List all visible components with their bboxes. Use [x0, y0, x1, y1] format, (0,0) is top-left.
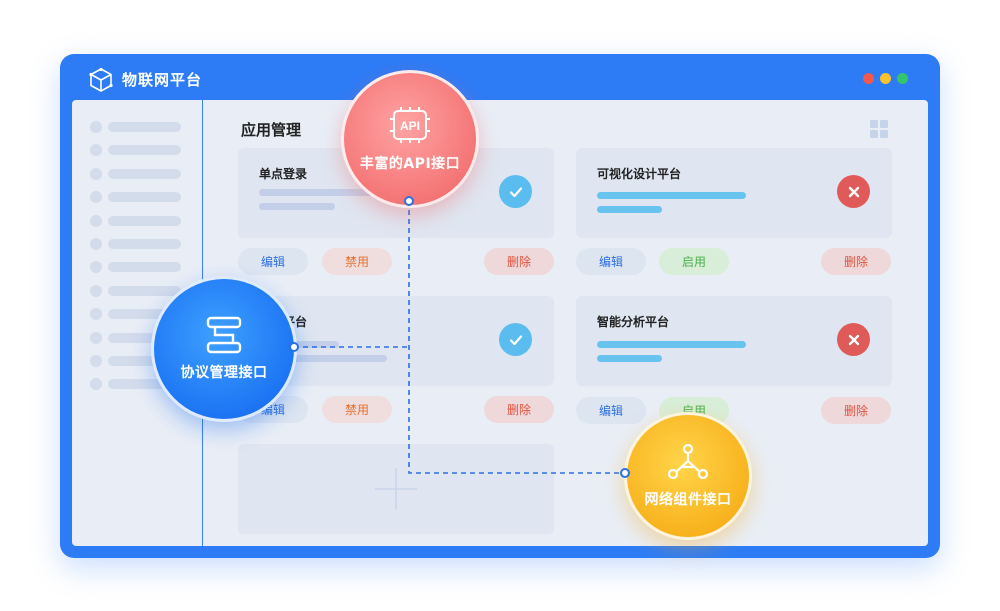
- sidebar-item[interactable]: [90, 355, 181, 367]
- check-icon: [499, 323, 532, 356]
- sidebar-item-label: [108, 356, 181, 366]
- card-title: 可视化设计平台: [597, 167, 682, 181]
- protocol-interface-badge: 协议管理接口: [151, 276, 297, 422]
- sidebar-item-icon: [90, 121, 102, 133]
- sidebar-item-icon: [90, 378, 102, 391]
- network-interface-label: 网络组件接口: [644, 492, 732, 508]
- sidebar-item-icon: [90, 214, 102, 227]
- cube-icon: [89, 67, 113, 92]
- delete-button[interactable]: 删除: [484, 396, 554, 423]
- check-icon: [499, 175, 532, 208]
- plus-icon: [375, 468, 417, 510]
- chip-api-icon: API: [390, 107, 430, 143]
- close-icon: [837, 323, 870, 356]
- sidebar-item-label: [108, 262, 181, 273]
- sidebar-item[interactable]: [90, 214, 181, 227]
- sidebar-item-label: [108, 215, 181, 226]
- sidebar-item-label: [108, 285, 181, 296]
- edit-button[interactable]: 编辑: [576, 248, 646, 275]
- close-window-button[interactable]: [863, 73, 874, 84]
- sidebar-item[interactable]: [90, 121, 181, 133]
- sidebar-item-icon: [90, 308, 102, 321]
- close-icon: [837, 175, 870, 208]
- app-card-visual-design[interactable]: 可视化设计平台: [576, 148, 892, 238]
- placeholder-line: [597, 206, 662, 213]
- minimize-window-button[interactable]: [880, 73, 891, 84]
- placeholder-line: [259, 203, 335, 210]
- sidebar-item-label: [108, 379, 181, 390]
- network-nodes-icon: [667, 443, 709, 480]
- sidebar-item[interactable]: [90, 191, 181, 204]
- grid-view-icon[interactable]: [870, 120, 888, 138]
- sidebar-item-label: [108, 145, 181, 156]
- sidebar-item[interactable]: [90, 284, 181, 297]
- window-controls: [863, 73, 908, 84]
- disable-button[interactable]: 禁用: [322, 248, 392, 275]
- card-title: 智能分析平台: [597, 315, 670, 329]
- sidebar-item-icon: [90, 331, 102, 344]
- maximize-window-button[interactable]: [897, 73, 908, 84]
- title-bar: 物联网平台: [60, 54, 940, 100]
- placeholder-line: [597, 341, 746, 348]
- connector-node: [289, 342, 299, 352]
- connector-node: [620, 468, 630, 478]
- delete-button[interactable]: 删除: [484, 248, 554, 275]
- protocol-icon: [206, 316, 242, 354]
- placeholder-line: [597, 192, 746, 199]
- connector-node: [404, 196, 414, 206]
- sidebar-item-label: [108, 309, 181, 320]
- sidebar-item[interactable]: [90, 308, 181, 321]
- placeholder-line: [259, 341, 339, 348]
- protocol-interface-label: 协议管理接口: [180, 365, 268, 381]
- placeholder-line: [259, 189, 389, 196]
- enable-button[interactable]: 启用: [659, 248, 729, 275]
- api-interface-label: 丰富的API接口: [359, 156, 461, 172]
- page-title: 应用管理: [241, 121, 302, 139]
- api-interface-badge: API 丰富的API接口: [341, 70, 479, 208]
- app-title: 物联网平台: [122, 71, 203, 89]
- sidebar-item-icon: [90, 167, 102, 180]
- main-panel: 应用管理 单点登录 编辑 禁用 删除 可视化设计平台: [203, 100, 928, 546]
- app-card-smart-analysis[interactable]: 智能分析平台: [576, 296, 892, 386]
- sidebar-item-icon: [90, 191, 102, 204]
- edit-button[interactable]: 编辑: [576, 397, 646, 424]
- sidebar-item[interactable]: [90, 261, 181, 274]
- sidebar-item[interactable]: [90, 238, 181, 250]
- delete-button[interactable]: 删除: [821, 248, 891, 275]
- placeholder-line: [597, 355, 662, 362]
- card-title: 单点登录: [259, 167, 308, 181]
- delete-button[interactable]: 删除: [821, 397, 891, 424]
- sidebar-item[interactable]: [90, 378, 181, 391]
- sidebar-item-label: [108, 122, 181, 132]
- sidebar-item-label: [108, 239, 181, 249]
- sidebar: [72, 100, 203, 546]
- network-interface-badge: 网络组件接口: [624, 412, 752, 540]
- sidebar-item-label: [108, 332, 181, 343]
- edit-button[interactable]: 编辑: [238, 248, 308, 275]
- sidebar-item[interactable]: [90, 144, 181, 157]
- svg-text:API: API: [400, 119, 420, 133]
- sidebar-item-icon: [90, 355, 102, 367]
- sidebar-item[interactable]: [90, 331, 181, 344]
- sidebar-item[interactable]: [90, 167, 181, 180]
- sidebar-item-label: [108, 192, 181, 203]
- sidebar-item-icon: [90, 261, 102, 274]
- disable-button[interactable]: 禁用: [322, 396, 392, 423]
- sidebar-item-icon: [90, 144, 102, 157]
- add-app-card[interactable]: [238, 444, 554, 534]
- sidebar-item-icon: [90, 238, 102, 250]
- placeholder-line: [259, 355, 387, 362]
- sidebar-item-label: [108, 168, 181, 179]
- sidebar-item-icon: [90, 284, 102, 297]
